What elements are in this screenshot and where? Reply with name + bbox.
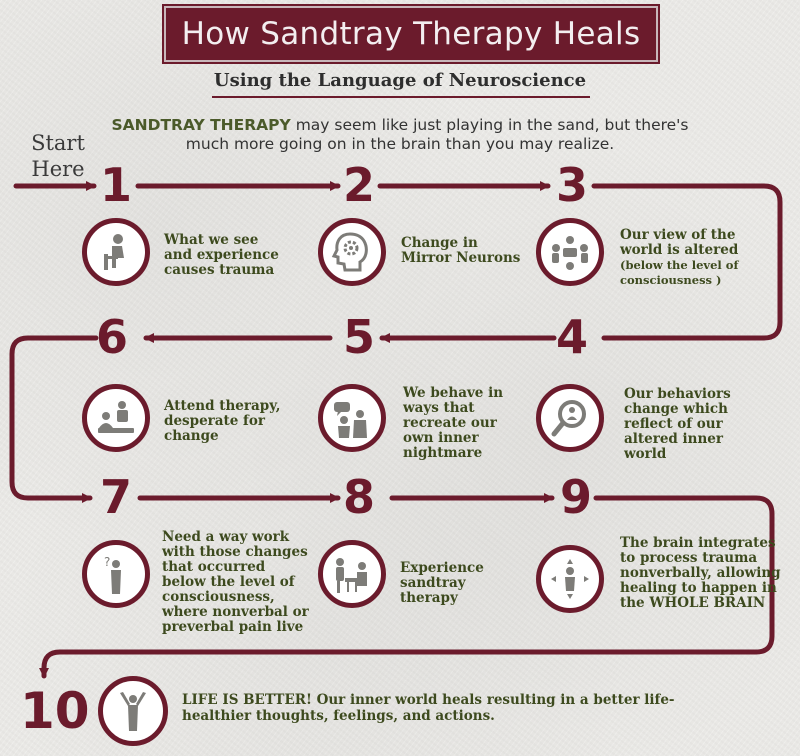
integrate-person-icon xyxy=(551,559,589,599)
step-1-text: What we see and experience causes trauma xyxy=(164,232,279,278)
arrow-9-10 xyxy=(39,495,775,679)
question-person-icon: ? xyxy=(104,555,121,594)
intro-text: SANDTRAY THERAPY may seem like just play… xyxy=(90,116,710,154)
step-6-icon-circle xyxy=(82,384,150,452)
step-5-text: We behave in ways that recreate our own … xyxy=(403,385,504,461)
step-4-text: Our behaviors change which reflect of ou… xyxy=(624,386,731,462)
head-gear-icon xyxy=(331,232,368,272)
intro-highlight: SANDTRAY THERAPY xyxy=(111,116,291,134)
arrow-3-4 xyxy=(591,183,783,341)
step-4-icon-circle xyxy=(536,384,604,452)
step-6-text: Attend therapy, desperate for change xyxy=(164,398,281,444)
step-number-8: 8 xyxy=(343,470,376,524)
step-9-icon-circle xyxy=(536,545,604,613)
step-7-text: Need a way work with those changes that … xyxy=(162,529,309,635)
step-2-text: Change in Mirror Neurons xyxy=(401,235,521,266)
title-banner: How Sandtray Therapy Heals xyxy=(164,6,658,62)
page-title: How Sandtray Therapy Heals xyxy=(181,16,641,52)
arms-up-person-icon xyxy=(120,692,146,731)
step-number-5: 5 xyxy=(343,310,376,364)
subtitle: Using the Language of Neuroscience xyxy=(213,70,587,91)
step-number-3: 3 xyxy=(556,158,589,212)
step-9-text: The brain integrates to process trauma n… xyxy=(620,535,781,611)
step-3-main-text: Our view of the world is altered xyxy=(620,227,739,258)
step-8-icon-circle xyxy=(318,540,386,608)
step-10-text: LIFE IS BETTER! Our inner world heals re… xyxy=(182,692,675,724)
step-number-2: 2 xyxy=(343,158,376,212)
step-1-icon-circle xyxy=(82,218,150,286)
magnifier-person-icon xyxy=(551,400,586,437)
step-5-icon-circle xyxy=(318,384,386,452)
therapy-session-icon xyxy=(98,401,134,433)
step-2-icon-circle xyxy=(318,218,386,286)
step-number-1: 1 xyxy=(100,158,133,212)
svg-text:?: ? xyxy=(104,555,110,569)
step-3-icon-circle xyxy=(536,218,604,286)
step-number-6: 6 xyxy=(96,310,129,364)
arrow-6-7 xyxy=(9,335,99,503)
intro-rest: may seem like just playing in the sand, … xyxy=(185,116,689,153)
step-number-4: 4 xyxy=(556,310,589,364)
speech-bubble-icon xyxy=(334,402,367,438)
group-table-icon xyxy=(552,236,588,270)
step-8-text: Experience sandtray therapy xyxy=(400,560,484,606)
step-3-text: Our view of the world is altered(below t… xyxy=(620,228,760,288)
step-10-icon-circle xyxy=(98,676,168,746)
step-7-icon-circle: ? xyxy=(82,540,150,608)
sandtray-session-icon xyxy=(336,558,367,593)
step-number-7: 7 xyxy=(100,470,133,524)
start-label: Start Here xyxy=(31,131,85,181)
person-sitting-icon xyxy=(104,234,124,270)
subtitle-underline xyxy=(212,96,590,98)
step-number-10: 10 xyxy=(20,682,90,740)
step-3-note: (below the level of consciousness ) xyxy=(620,258,739,287)
step-number-9: 9 xyxy=(560,470,593,524)
